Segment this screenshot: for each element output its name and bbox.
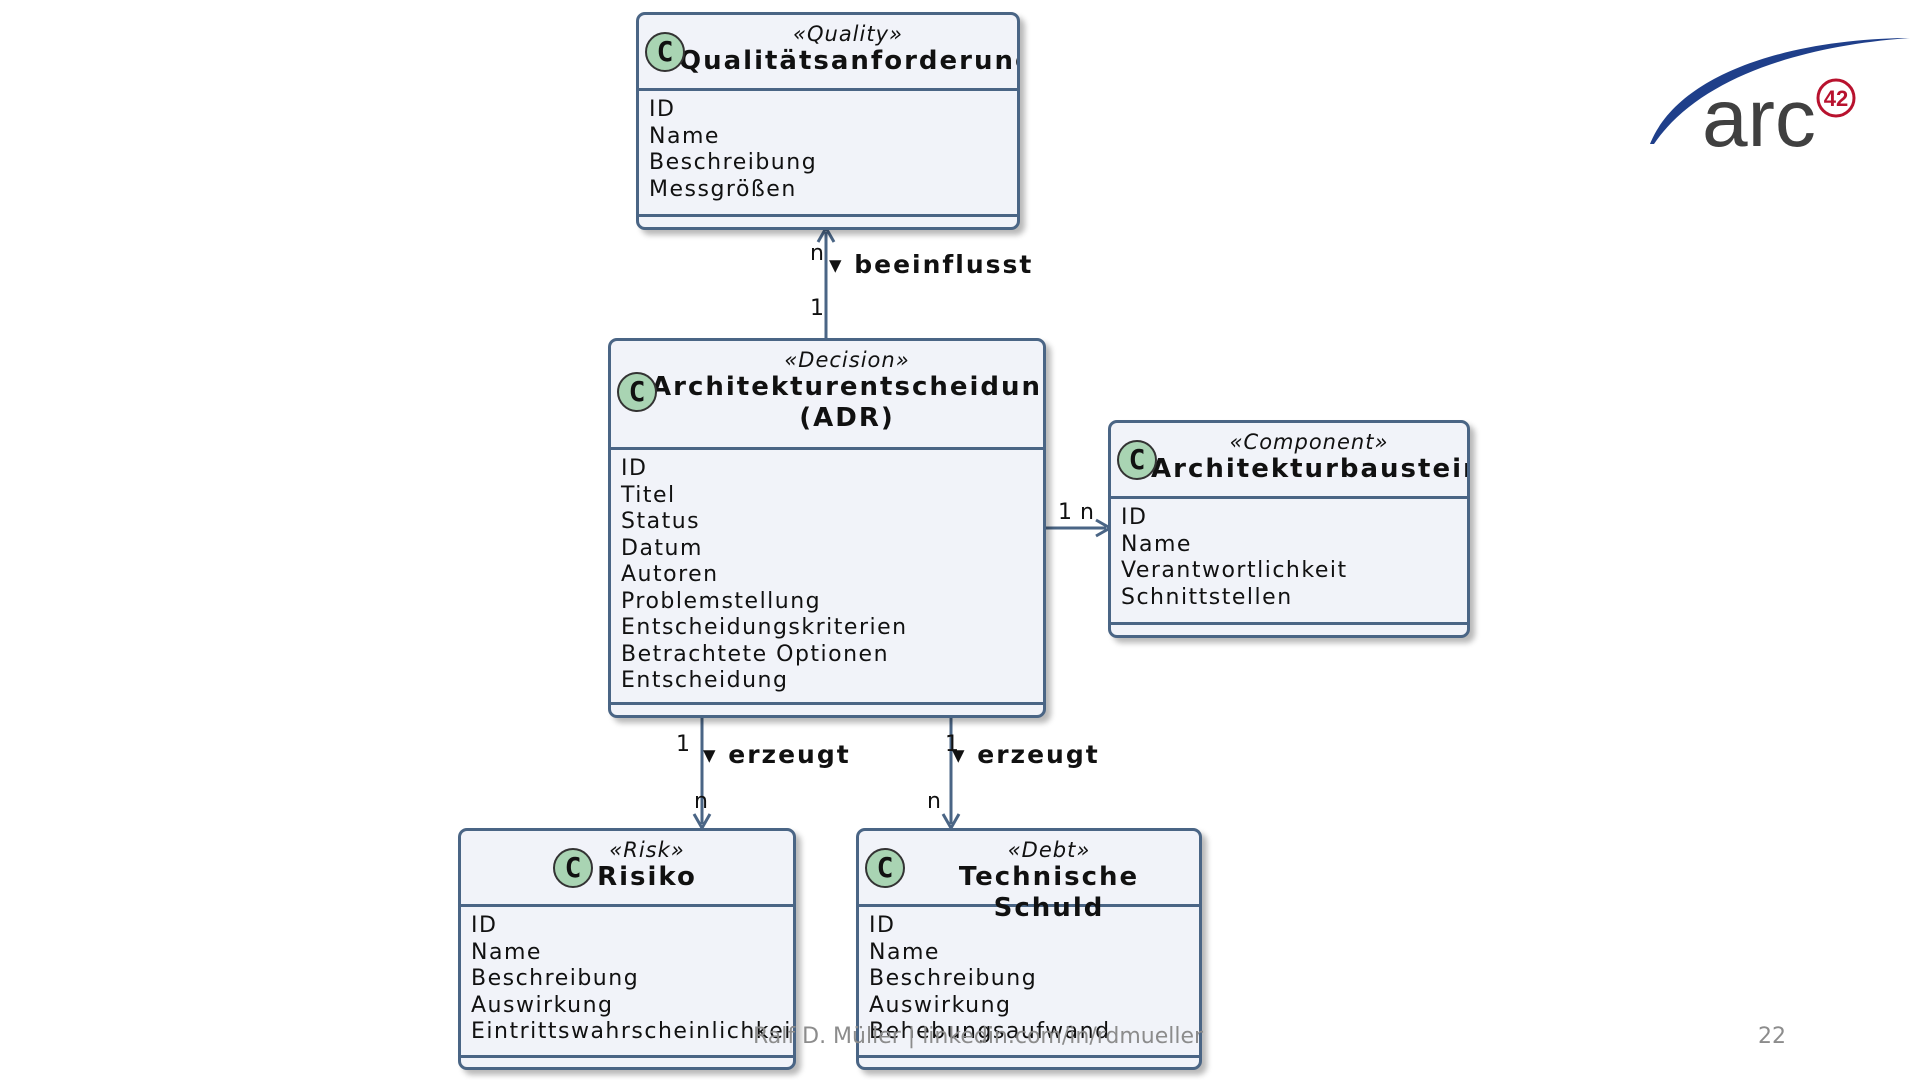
attribute: ID [649,97,676,122]
class-header: C «Component» Architekturbaustein [1111,423,1467,499]
attribute: Entscheidungskriterien [621,615,908,640]
class-header: C «Decision» Architekturentscheidung (AD… [611,341,1043,450]
mult-component-source: 1 [1058,500,1072,525]
mult-risiko-target: n [694,789,708,814]
class-architekturbaustein[interactable]: C «Component» Architekturbaustein ID Nam… [1108,420,1470,638]
attribute-list: ID Name Verantwortlichkeit Schnittstelle… [1111,499,1467,625]
class-icon: C [865,848,905,888]
attribute: Beschreibung [649,150,818,175]
class-stereotype: «Debt» [1007,838,1091,862]
relation-label-beeinflusst: ▾ beeinflusst [829,250,1034,279]
attribute: Verantwortlichkeit [1121,558,1348,583]
logo-badge-circle [1816,78,1856,118]
arc42-logo: arc 42 [1650,38,1910,154]
mult-schuld-target: n [927,789,941,814]
class-qualitaetsanforderung[interactable]: C «Quality» Qualitätsanforderung ID Name… [636,12,1020,230]
attribute: Auswirkung [869,992,1012,1018]
attribute: ID [869,913,896,938]
attribute: Datum [621,535,703,561]
mult-beeinflusst-source: 1 [810,296,824,321]
class-technische-schuld[interactable]: C «Debt» Technische Schuld ID Name Besch… [856,828,1202,1070]
attribute: ID [621,456,648,481]
attribute: Schnittstellen [1121,584,1293,610]
class-name: Risiko [597,862,697,892]
class-header: C «Risk» Risiko [461,831,793,907]
attribute: Name [1121,531,1192,557]
attribute: Beschreibung [471,966,640,991]
class-architekturentscheidung[interactable]: C «Decision» Architekturentscheidung (AD… [608,338,1046,718]
attribute: Problemstellung [621,588,822,614]
mult-risiko-source: 1 [676,732,690,757]
attribute: Eintrittswahrscheinlichkeit [471,1019,796,1044]
attribute: Messgrößen [649,176,797,202]
relation-label-erzeugt-risiko: ▾ erzeugt [703,740,851,769]
attribute-list: ID Titel Status Datum Autoren Problemste… [611,450,1043,705]
attribute: Name [869,939,940,965]
attribute-list: ID Name Beschreibung Auswirkung Behebung… [859,907,1199,1058]
attribute-list: ID Name Beschreibung Messgrößen [639,91,1017,217]
page-number: 22 [1758,1024,1786,1049]
mult-component-target: n [1080,500,1094,525]
class-risiko[interactable]: C «Risk» Risiko ID Name Beschreibung Aus… [458,828,796,1070]
attribute: ID [471,913,498,938]
class-header: C «Quality» Qualitätsanforderung [639,15,1017,91]
attribute: Beschreibung [869,966,1038,991]
class-header: C «Debt» Technische Schuld [859,831,1199,923]
class-icon: C [617,372,657,412]
attribute: Status [621,509,701,534]
attribute: Betrachtete Optionen [621,641,890,667]
mult-beeinflusst-target: n [810,241,824,266]
logo-badge-text: 42 [1824,86,1848,111]
attribute: Titel [621,482,676,508]
attribute: Name [649,123,720,149]
class-stereotype: «Component» [1229,430,1389,454]
class-name: Qualitätsanforderung [679,46,1020,76]
relation-label-erzeugt-schuld: ▾ erzeugt [952,740,1100,769]
class-name-suffix: (ADR) [799,403,895,433]
class-icon: C [1117,440,1157,480]
class-stereotype: «Quality» [793,22,903,46]
attribute: Entscheidung [621,668,789,693]
logo-text: arc [1702,73,1816,154]
attribute: Autoren [621,562,719,587]
attribute-list: ID Name Beschreibung Auswirkung Eintritt… [461,907,793,1058]
footer-author: Ralf D. Müller | linkedin.com/in/rdmuell… [753,1024,1204,1049]
attribute: Auswirkung [471,992,614,1018]
class-stereotype: «Decision» [784,348,910,372]
mult-schuld-source: 1 [945,732,959,757]
attribute: Behebungsaufwand [869,1019,1111,1044]
class-stereotype: «Risk» [609,838,685,862]
class-icon: C [553,848,593,888]
class-name: Architekturentscheidung [651,372,1046,402]
class-name: Architekturbaustein [1151,454,1470,484]
class-name: Technische Schuld [958,862,1140,923]
attribute: ID [1121,505,1148,530]
attribute: Name [471,939,542,965]
class-icon: C [645,32,685,72]
logo-swoosh [1650,38,1910,144]
